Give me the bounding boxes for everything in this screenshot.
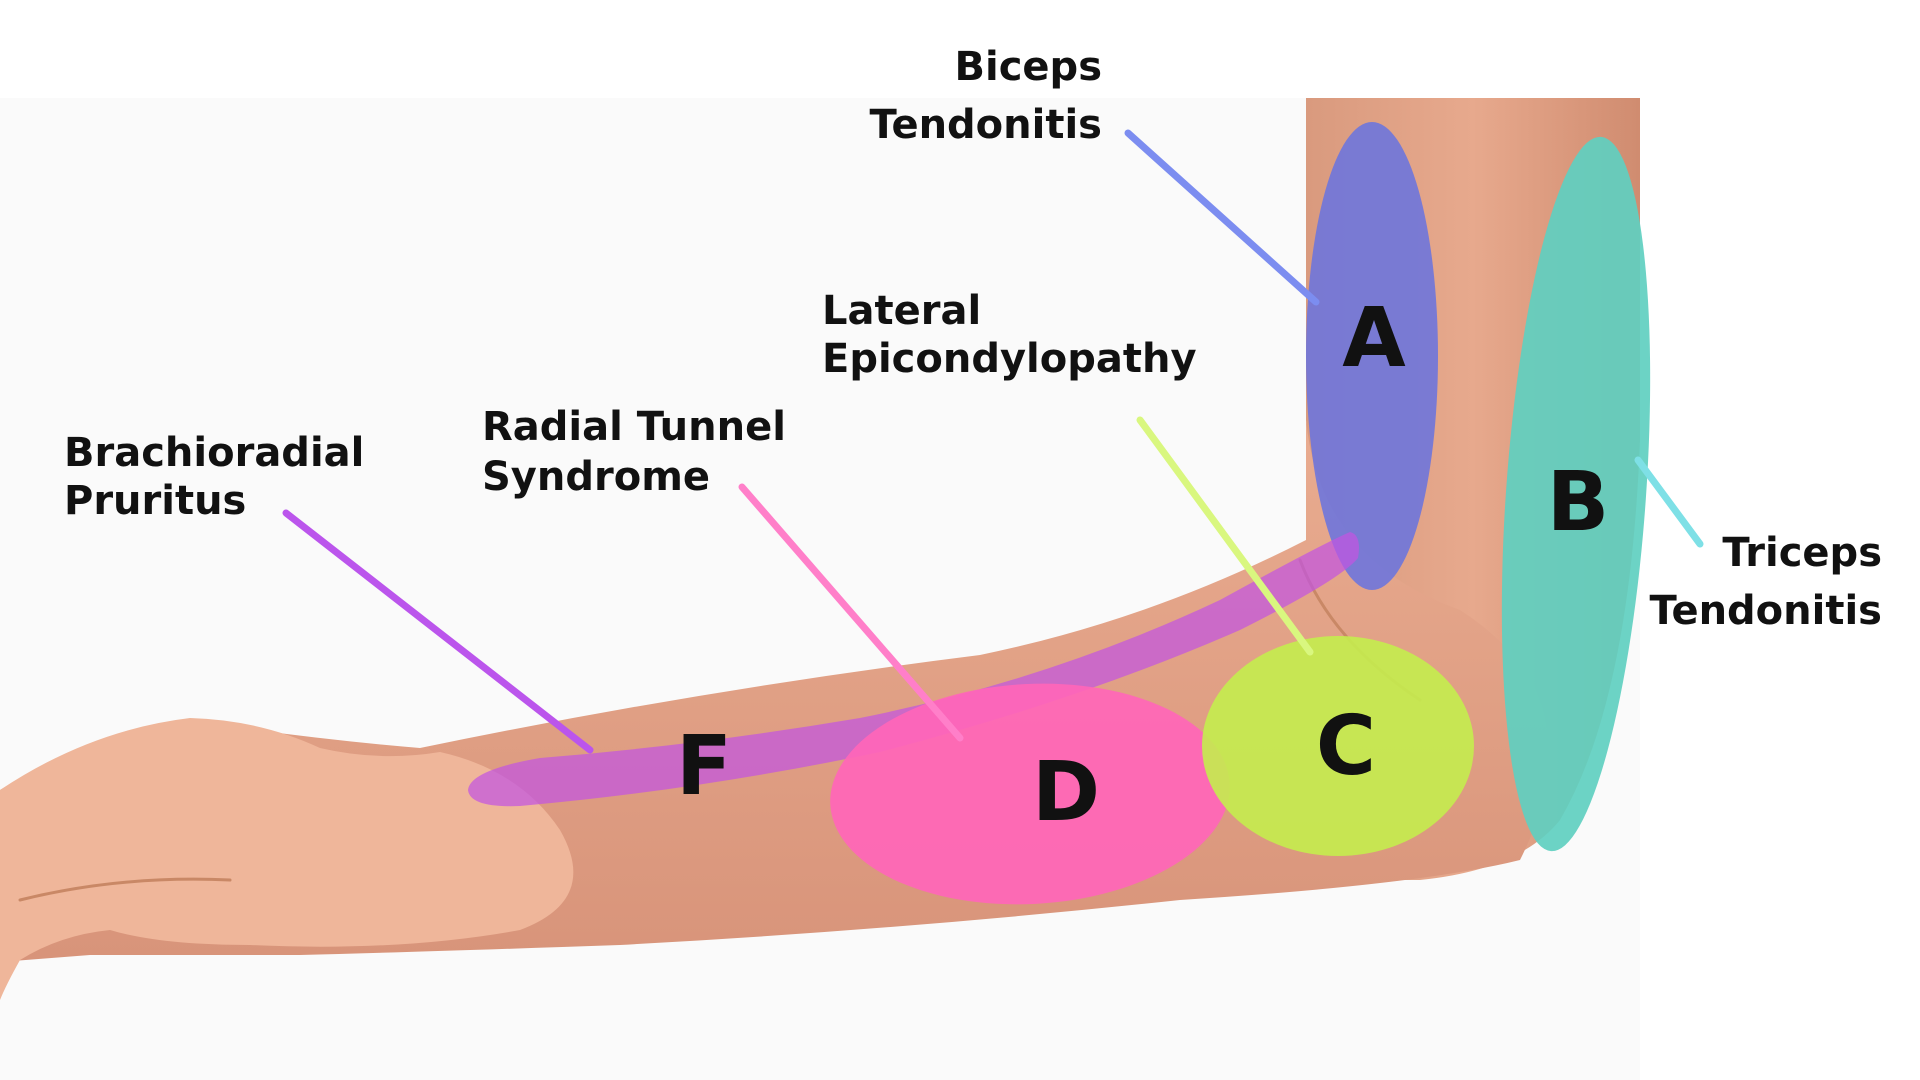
callout-d-line1: Radial Tunnel: [482, 404, 786, 450]
callout-a-line2: Tendonitis: [869, 102, 1102, 148]
region-d-area[interactable]: [825, 674, 1236, 915]
region-a-letter: A: [1342, 291, 1406, 386]
region-c-letter: C: [1316, 699, 1376, 794]
knuckle-crease: [18, 877, 232, 902]
callout-f-line2: Pruritus: [64, 478, 246, 524]
callout-b-line2: Tendonitis: [1649, 588, 1882, 634]
leader-line-c: [1136, 416, 1314, 656]
leader-line-f: [282, 509, 594, 754]
leader-line-b: [1634, 456, 1704, 548]
region-b-letter: B: [1547, 455, 1610, 550]
callout-b-line1: Triceps: [1722, 530, 1882, 576]
leader-line-d: [738, 483, 964, 742]
region-f-area[interactable]: [468, 532, 1359, 807]
region-d-letter: D: [1032, 745, 1100, 840]
callout-c-line1: Lateral: [822, 288, 981, 334]
hand: [0, 718, 574, 1000]
callout-f-line1: Brachioradial: [64, 430, 364, 476]
region-c-area[interactable]: [1202, 636, 1474, 856]
callout-a-line1: Biceps: [955, 44, 1102, 90]
callout-d-line2: Syndrome: [482, 454, 710, 500]
region-a-area[interactable]: [1306, 122, 1438, 590]
region-f-letter: F: [676, 719, 732, 814]
callout-c-line2: Epicondylopathy: [822, 336, 1197, 382]
region-b-area[interactable]: [1481, 132, 1671, 856]
leader-line-a: [1124, 129, 1320, 306]
